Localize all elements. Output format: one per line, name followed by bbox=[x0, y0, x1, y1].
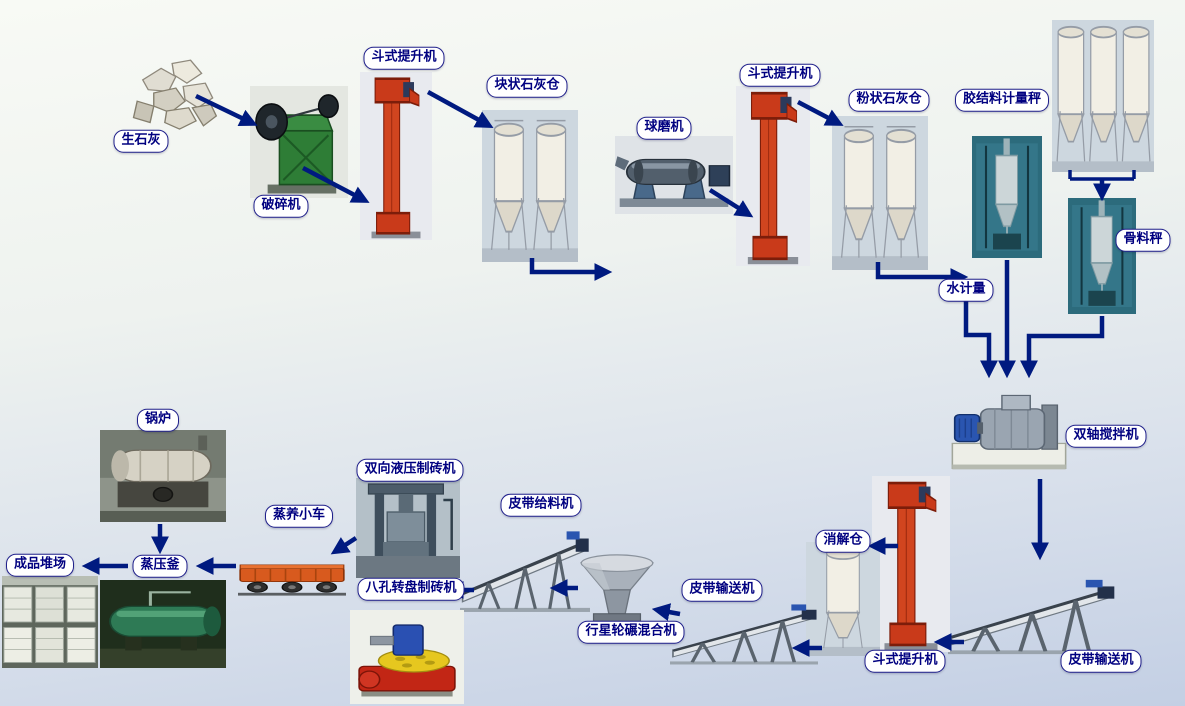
conveyor-icon bbox=[460, 531, 590, 612]
silo1-icon bbox=[806, 542, 880, 656]
label-boiler: 锅炉 bbox=[136, 408, 180, 432]
hydraulic-brick-machine-photo bbox=[356, 478, 460, 578]
digestion-silo-photo bbox=[806, 542, 880, 656]
rocks-icon bbox=[132, 59, 218, 130]
elevator-icon bbox=[872, 476, 950, 652]
arrow-ball-mill-to-elevator2 bbox=[708, 188, 754, 218]
label-ball-mill: 球磨机 bbox=[636, 116, 692, 140]
aggregate-weigher-photo bbox=[1068, 198, 1136, 314]
scale-icon bbox=[1068, 198, 1136, 314]
elevator-icon bbox=[360, 72, 432, 240]
arrow-lump-silo-to-ball-mill bbox=[529, 258, 613, 281]
rotarypress-icon bbox=[350, 610, 464, 704]
product-yard-photo bbox=[2, 576, 98, 668]
powder-lime-silo-photo bbox=[832, 116, 928, 270]
silo2-icon bbox=[832, 116, 928, 270]
bucket-elevator-1-photo bbox=[360, 72, 432, 240]
planetary-mixer-photo bbox=[566, 542, 668, 634]
label-curing-trolley: 蒸养小车 bbox=[264, 504, 334, 528]
label-belt-feeder: 皮带给料机 bbox=[500, 493, 582, 517]
arrow-crusher-to-elevator1 bbox=[301, 166, 370, 203]
arrow-elevator1-to-lump-silo bbox=[426, 90, 494, 129]
arrow-water-meter-to-mixer bbox=[963, 301, 998, 379]
label-belt-conveyor-middle: 皮带输送机 bbox=[681, 578, 763, 602]
planetary-icon bbox=[579, 554, 655, 627]
twin-shaft-mixer-photo bbox=[950, 382, 1068, 478]
label-binder-weigher: 胶结料计量秤 bbox=[954, 88, 1050, 112]
ballmill-icon bbox=[615, 136, 733, 214]
quicklime-rocks-photo bbox=[128, 52, 220, 134]
label-product-yard: 成品堆场 bbox=[5, 553, 75, 577]
arrow-elevator2-to-powder-silo bbox=[796, 100, 844, 126]
label-bucket-elevator-3: 斗式提升机 bbox=[864, 649, 946, 673]
autoclave-photo bbox=[100, 580, 226, 668]
belt-conveyor-middle-photo bbox=[670, 590, 818, 666]
label-bucket-elevator-1: 斗式提升机 bbox=[363, 46, 445, 70]
label-lump-lime-silo: 块状石灰仓 bbox=[486, 74, 568, 98]
belt-conveyor-right-photo bbox=[948, 562, 1116, 656]
lump-lime-silo-photo bbox=[482, 110, 578, 262]
scale-icon bbox=[972, 136, 1042, 258]
label-autoclave: 蒸压釜 bbox=[132, 554, 188, 578]
label-water-meter: 水计量 bbox=[938, 278, 994, 302]
arrow-aggregate-weigher-to-mixer bbox=[1020, 316, 1105, 379]
bucket-elevator-2-photo bbox=[736, 86, 810, 266]
label-quicklime: 生石灰 bbox=[113, 129, 169, 153]
label-aggregate-weigher: 骨料秤 bbox=[1115, 228, 1171, 252]
arrow-brick-machine-to-trolley bbox=[330, 536, 358, 555]
aggregate-silos-photo bbox=[1052, 20, 1154, 172]
binder-weigher-photo bbox=[972, 136, 1042, 258]
label-bucket-elevator-2: 斗式提升机 bbox=[739, 63, 821, 87]
mixer-icon bbox=[951, 394, 1067, 470]
arrow-belt-conveyor-to-planetary-mixer bbox=[651, 603, 681, 621]
boiler-photo bbox=[100, 430, 226, 522]
trolley-icon bbox=[238, 564, 346, 596]
brickpress-icon bbox=[356, 478, 460, 578]
jaw-crusher-photo bbox=[250, 86, 348, 198]
label-twin-shaft-mixer: 双轴搅拌机 bbox=[1065, 424, 1147, 448]
rotary-brick-machine-photo bbox=[350, 610, 464, 704]
elevator-icon bbox=[736, 86, 810, 266]
label-hydraulic-brick-machine: 双向液压制砖机 bbox=[356, 458, 464, 482]
crusher-icon bbox=[250, 86, 348, 198]
conveyor-icon bbox=[670, 604, 818, 665]
belt-feeder-photo bbox=[460, 512, 590, 614]
label-planetary-mixer: 行星轮碾混合机 bbox=[577, 620, 685, 644]
boiler-icon bbox=[100, 430, 226, 522]
brickyard-icon bbox=[2, 576, 98, 668]
curing-trolley-photo bbox=[238, 548, 346, 604]
arrow-quicklime-to-crusher bbox=[195, 93, 258, 127]
label-rotary-brick-machine: 八孔转盘制砖机 bbox=[357, 577, 465, 601]
label-powder-lime-silo: 粉状石灰仓 bbox=[848, 88, 930, 112]
silo2-icon bbox=[482, 110, 578, 262]
silo3-icon bbox=[1052, 20, 1154, 172]
label-digestion-silo: 消解仓 bbox=[815, 529, 871, 553]
conveyor-icon bbox=[948, 579, 1116, 655]
autoclave-icon bbox=[100, 580, 226, 668]
arrow-powder-silo-to-binder-weigher bbox=[875, 262, 969, 286]
label-belt-conveyor-right: 皮带输送机 bbox=[1060, 649, 1142, 673]
bucket-elevator-3-photo bbox=[872, 476, 950, 652]
ball-mill-photo bbox=[615, 136, 733, 214]
label-crusher: 破碎机 bbox=[253, 194, 309, 218]
